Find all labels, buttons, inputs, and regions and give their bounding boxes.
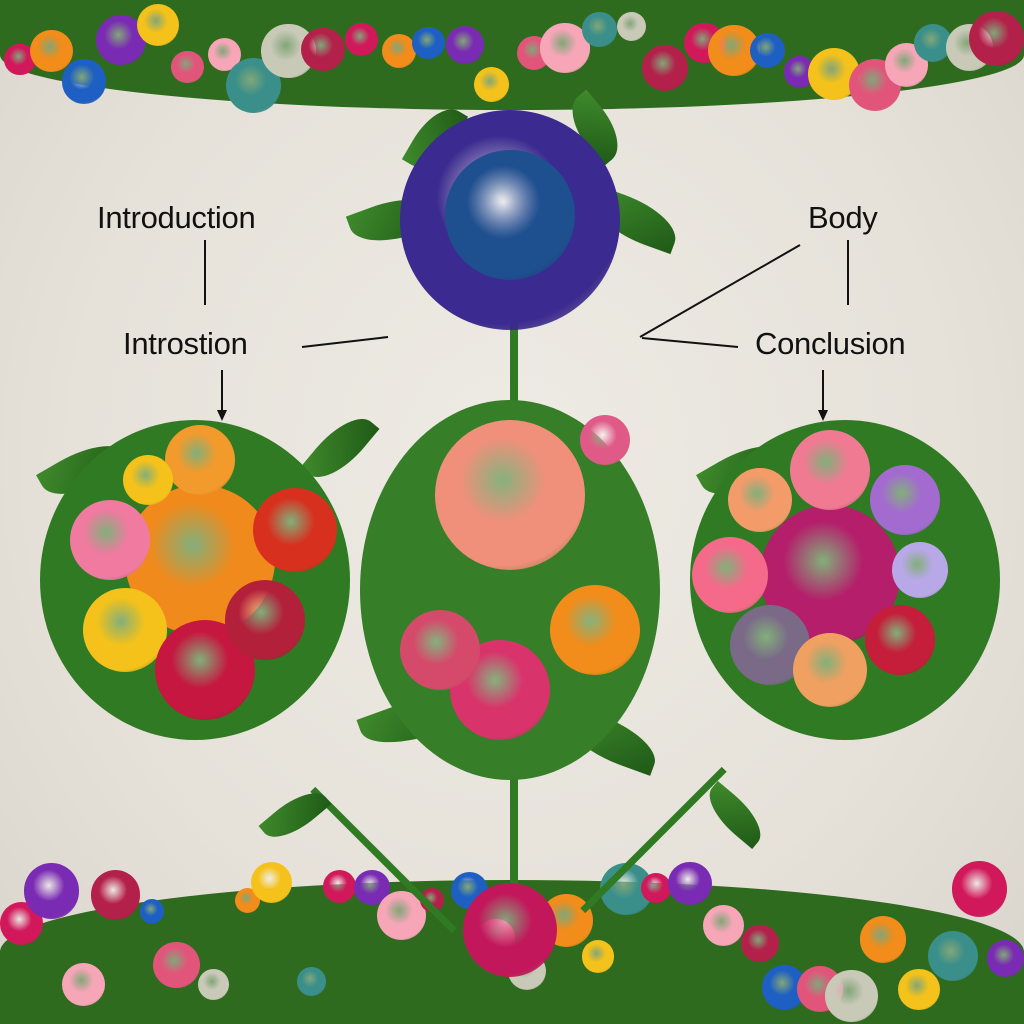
label-introduction: Introduction bbox=[97, 200, 256, 235]
flower-icon bbox=[323, 869, 357, 903]
flower-icon bbox=[381, 33, 417, 69]
flower-icon bbox=[987, 940, 1024, 977]
arrowhead-right bbox=[818, 410, 828, 421]
flower-icon bbox=[23, 862, 80, 919]
flower-icon bbox=[123, 455, 173, 505]
label-introstion: Introstion bbox=[123, 326, 248, 361]
flower-icon bbox=[171, 50, 204, 84]
flower-icon bbox=[668, 861, 712, 906]
flower-icon bbox=[969, 11, 1024, 67]
flower-icon bbox=[692, 537, 768, 613]
flower-icon bbox=[435, 420, 585, 570]
flower-icon bbox=[197, 968, 230, 1001]
flower-icon bbox=[301, 27, 345, 72]
flower-icon bbox=[550, 585, 640, 675]
flower-icon bbox=[412, 26, 445, 60]
flower-icon bbox=[70, 500, 150, 580]
flower-icon bbox=[445, 150, 575, 280]
flower-icon bbox=[581, 940, 615, 973]
connector-conclusion-center bbox=[641, 337, 739, 348]
label-body: Body bbox=[808, 200, 878, 235]
arrowhead-left bbox=[217, 410, 227, 421]
flower-icon bbox=[90, 870, 141, 920]
flower-icon bbox=[445, 25, 484, 64]
flower-icon bbox=[4, 43, 36, 75]
flower-icon bbox=[296, 966, 326, 996]
flower-icon bbox=[225, 580, 305, 660]
flower-icon bbox=[463, 883, 557, 977]
flower-icon bbox=[153, 941, 200, 988]
flower-icon bbox=[165, 425, 235, 495]
flower-icon bbox=[640, 873, 671, 904]
flower-icon bbox=[580, 415, 630, 465]
flower-icon bbox=[865, 605, 935, 675]
flower-icon bbox=[616, 11, 647, 41]
connector-introstion-center bbox=[301, 336, 389, 348]
flower-icon bbox=[30, 29, 73, 73]
flower-icon bbox=[474, 67, 510, 103]
flower-icon bbox=[400, 610, 480, 690]
flower-icon bbox=[927, 930, 979, 982]
flower-icon bbox=[859, 916, 907, 963]
flower-icon bbox=[825, 969, 878, 1023]
flower-icon bbox=[728, 468, 792, 532]
flower-icon bbox=[870, 465, 940, 535]
flower-icon bbox=[793, 633, 867, 707]
flower-icon bbox=[253, 488, 337, 572]
flower-icon bbox=[790, 430, 870, 510]
flower-icon bbox=[61, 59, 107, 104]
label-conclusion: Conclusion bbox=[755, 326, 906, 361]
flower-icon bbox=[139, 899, 165, 925]
flower-icon bbox=[951, 861, 1007, 917]
flower-icon bbox=[540, 23, 590, 73]
flower-icon bbox=[136, 4, 179, 47]
flower-icon bbox=[582, 12, 617, 47]
flower-icon bbox=[345, 23, 379, 57]
flower-icon bbox=[83, 588, 167, 672]
flower-icon bbox=[741, 924, 779, 963]
connector-body-center bbox=[639, 244, 801, 338]
flower-icon bbox=[251, 861, 293, 904]
flower-icon bbox=[892, 542, 948, 598]
flower-icon bbox=[642, 44, 689, 91]
flower-icon bbox=[702, 904, 745, 946]
flower-icon bbox=[749, 33, 786, 69]
flower-icon bbox=[898, 969, 940, 1011]
flower-icon bbox=[62, 963, 105, 1007]
